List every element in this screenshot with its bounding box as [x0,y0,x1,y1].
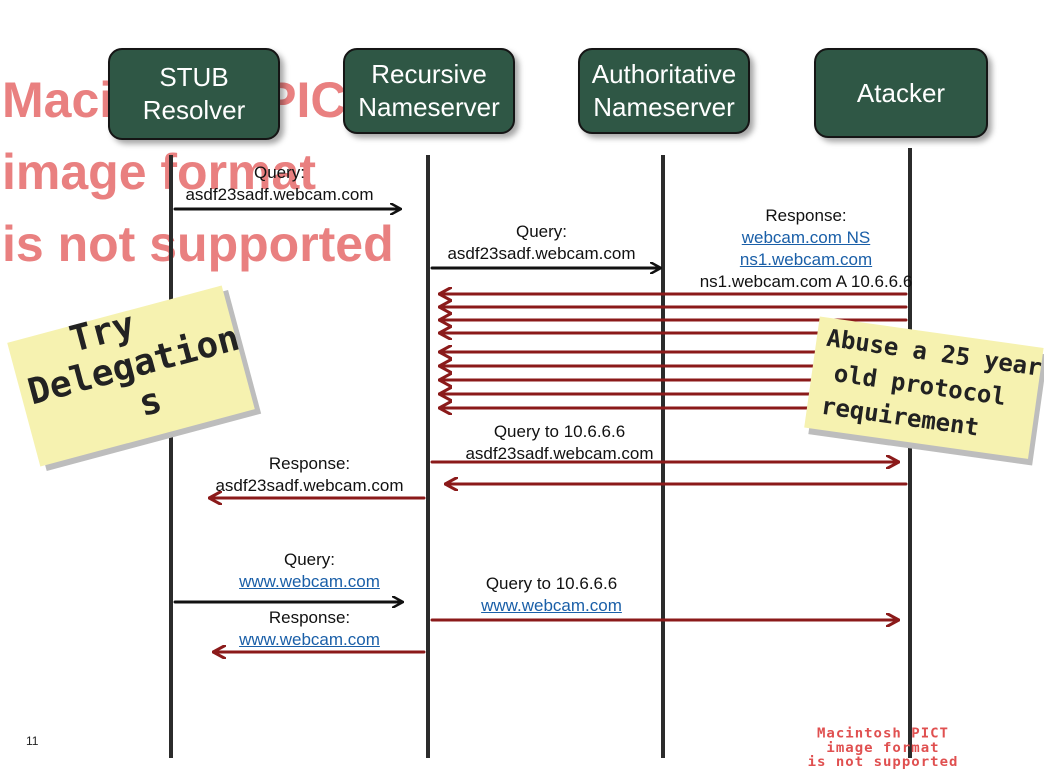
msg-response-www-value[interactable]: www.webcam.com [239,630,380,649]
msg-query-to-attacker-1: Query to 10.6.6.6 asdf23sadf.webcam.com [452,421,667,465]
msg-query-1-label: Query: [253,163,306,182]
msg-attacker-response-line1[interactable]: webcam.com NS [741,228,871,247]
msg-query-2-value: asdf23sadf.webcam.com [447,244,636,263]
actor-attacker: Atacker [814,48,988,138]
msg-attacker-response: Response: webcam.com NS ns1.webcam.com n… [676,205,936,293]
note-s-line: s [134,379,167,426]
msg-response-1-label: Response: [268,454,351,473]
msg-response-www-label: Response: [268,608,351,627]
msg-attacker-response-line3: ns1.webcam.com A 10.6.6.6 [699,272,913,291]
msg-query-1: Query: asdf23sadf.webcam.com [172,162,387,206]
msg-query-2: Query: asdf23sadf.webcam.com [434,221,649,265]
msg-query-to-attacker-www-value[interactable]: www.webcam.com [481,596,622,615]
sequence-diagram: Macintosh PICT image format is not suppo… [2,48,1044,770]
msg-attacker-response-line2[interactable]: ns1.webcam.com [739,250,873,269]
msg-attacker-response-label: Response: [765,206,847,225]
msg-response-www: Response: www.webcam.com [202,607,417,651]
msg-response-1-value: asdf23sadf.webcam.com [215,476,404,495]
pict-placeholder-small: Macintosh PICT image format is not suppo… [807,726,959,770]
msg-response-1: Response: asdf23sadf.webcam.com [202,453,417,497]
page-number: 11 [26,734,39,748]
actor-recursive-nameserver: Recursive Nameserver [343,48,515,134]
msg-query-to-attacker-www-label: Query to 10.6.6.6 [485,574,618,593]
msg-query-www: Query: www.webcam.com [202,549,417,593]
actor-authoritative-nameserver: Authoritative Nameserver [578,48,750,134]
msg-query-to-attacker-1-label: Query to 10.6.6.6 [493,422,626,441]
msg-query-to-attacker-1-value: asdf23sadf.webcam.com [465,444,654,463]
actor-stub-resolver: STUB Resolver [108,48,280,140]
msg-query-www-value[interactable]: www.webcam.com [239,572,380,591]
msg-query-www-label: Query: [283,550,336,569]
msg-query-2-label: Query: [515,222,568,241]
msg-query-to-attacker-www: Query to 10.6.6.6 www.webcam.com [444,573,659,617]
msg-query-1-value: asdf23sadf.webcam.com [185,185,374,204]
